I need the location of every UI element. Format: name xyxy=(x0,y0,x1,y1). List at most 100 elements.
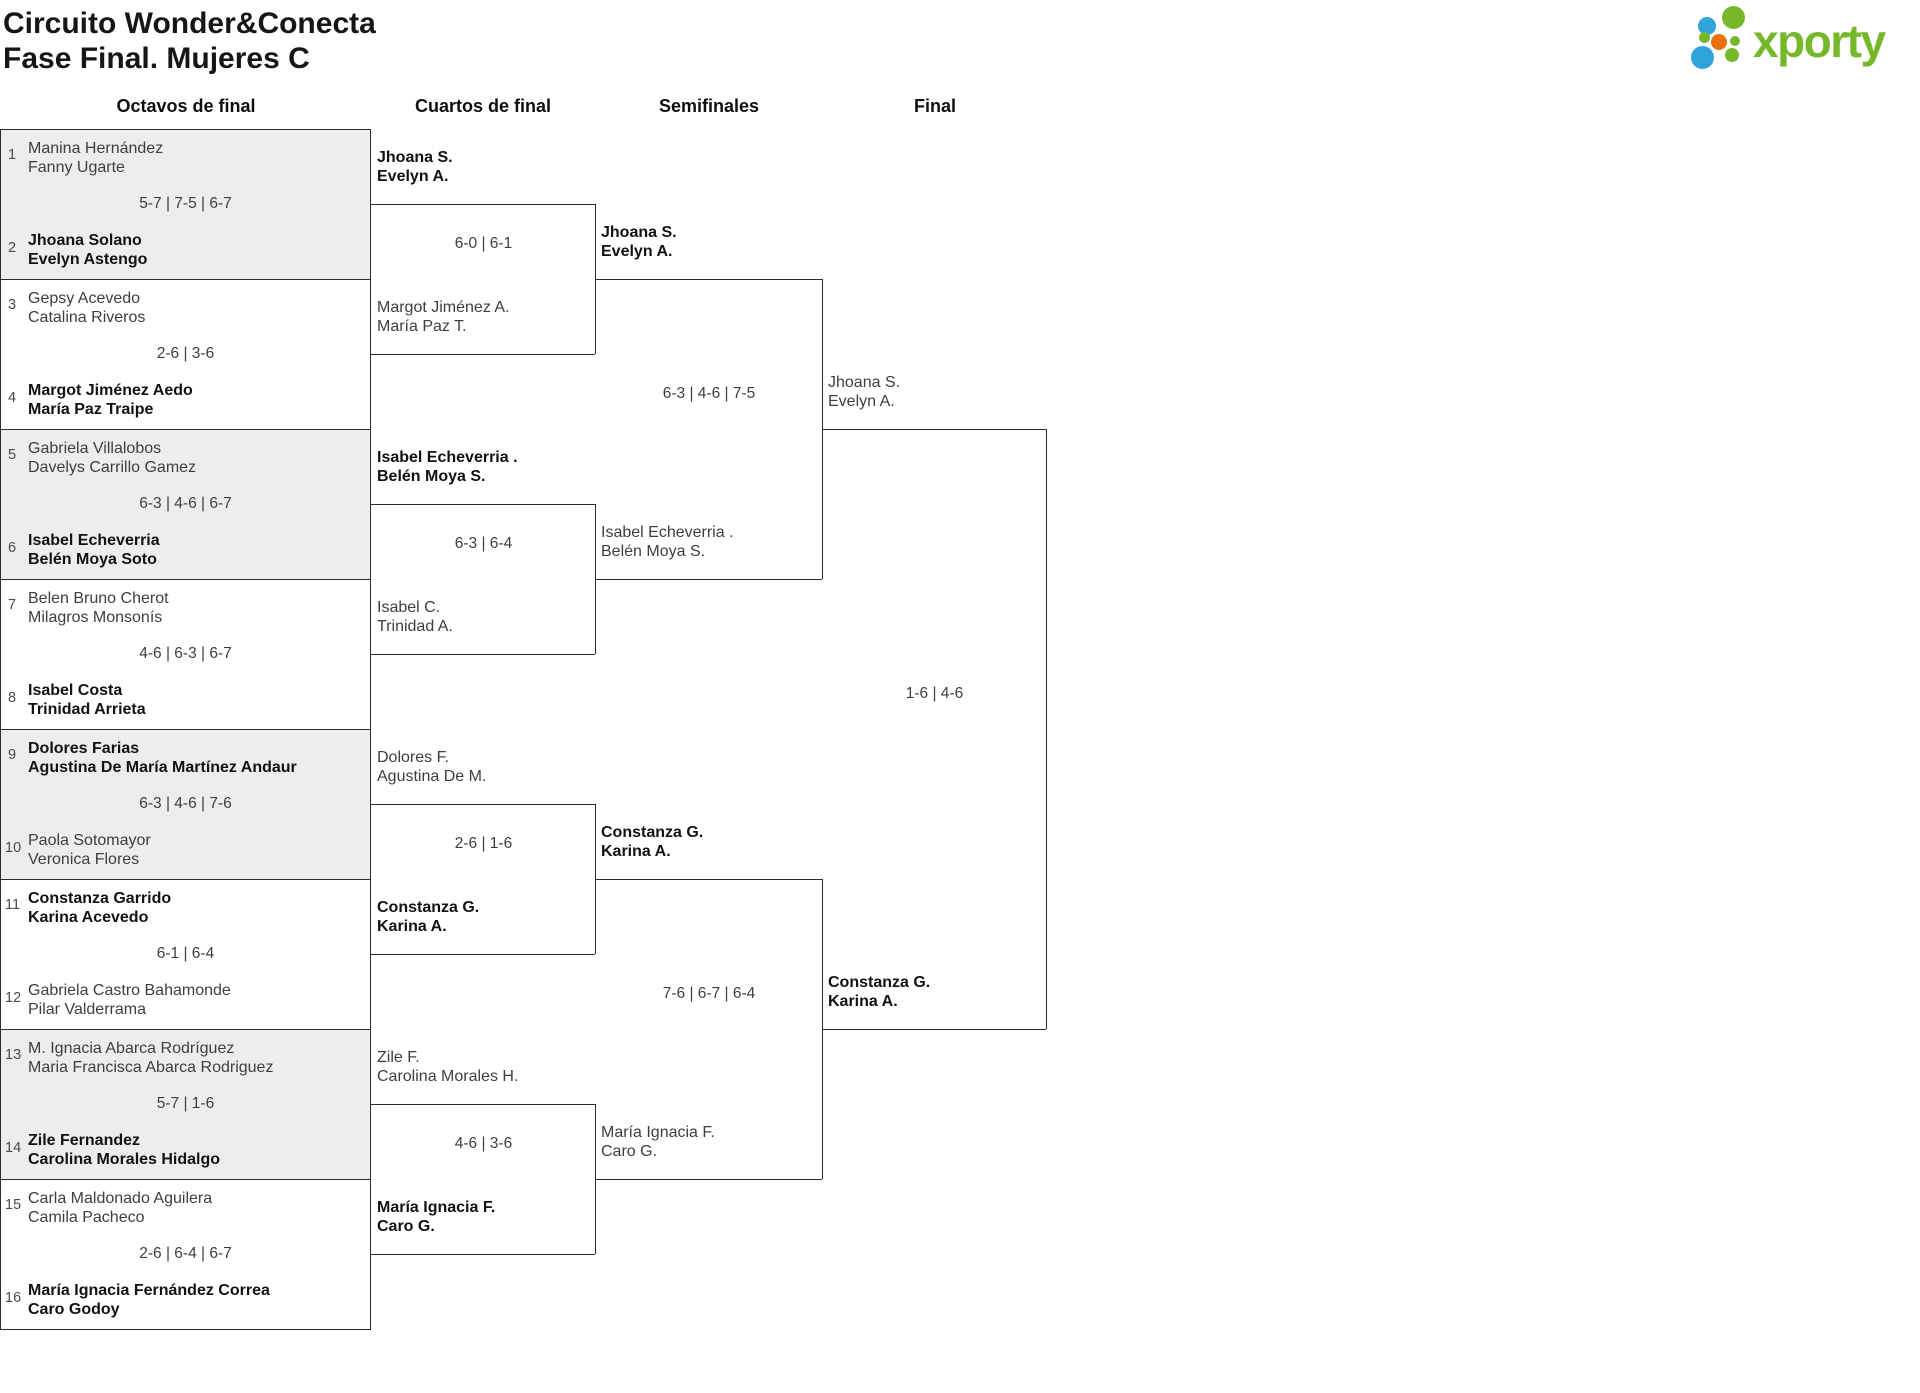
player-name: Evelyn Astengo xyxy=(28,251,148,268)
player-name: Constanza Garrido xyxy=(28,890,172,907)
player-name: Constanza G. xyxy=(377,899,480,916)
logo-dot-blue-top xyxy=(1698,17,1716,35)
team-top: Manina Hernández Fanny Ugarte xyxy=(28,139,163,177)
r16-match-5: 9 Dolores Farias Agustina De María Martí… xyxy=(0,729,371,880)
seed-number: 8 xyxy=(8,690,17,706)
player-name: Constanza G. xyxy=(601,824,704,841)
match-score: 2-6 | 6-4 | 6-7 xyxy=(139,1245,232,1262)
player-name: Dolores F. xyxy=(377,749,450,766)
bracket-line xyxy=(371,1254,595,1255)
player-name: Catalina Riveros xyxy=(28,309,146,326)
r16-match-7: 13 M. Ignacia Abarca Rodríguez Maria Fra… xyxy=(0,1029,371,1180)
match-score: 6-1 | 6-4 xyxy=(156,945,215,962)
team-top: Jhoana S. Evelyn A. xyxy=(377,148,453,186)
player-name: Veronica Flores xyxy=(28,851,140,868)
player-name: Paola Sotomayor xyxy=(28,832,151,849)
seed-number: 7 xyxy=(8,597,17,613)
match-score: 6-3 | 4-6 | 6-7 xyxy=(139,495,232,512)
match-score: 2-6 | 3-6 xyxy=(156,345,215,362)
seed-number: 2 xyxy=(8,240,17,256)
player-name: Isabel Echeverria xyxy=(28,532,160,549)
player-name: Camila Pacheco xyxy=(28,1209,145,1226)
team-top: Jhoana S. Evelyn A. xyxy=(601,223,677,261)
bracket-line xyxy=(822,1029,1046,1030)
player-name: Carolina Morales H. xyxy=(377,1068,519,1085)
player-name: Jhoana Solano xyxy=(28,232,142,249)
logo-dot-orange xyxy=(1711,34,1727,50)
xporty-logo[interactable]: xporty xyxy=(1680,2,1920,102)
final-match: Jhoana S. Evelyn A. 1-6 | 4-6 Constanza … xyxy=(822,373,1047,1033)
player-name: Karina A. xyxy=(601,843,671,860)
player-name: Margot Jiménez A. xyxy=(377,299,510,316)
seed-number: 12 xyxy=(5,990,22,1006)
match-score: 6-3 | 6-4 xyxy=(454,535,513,552)
bracket-line xyxy=(595,279,822,280)
qf-match-3: Dolores F. Agustina De M. 2-6 | 1-6 Cons… xyxy=(371,748,596,958)
bracket-subtitle: Fase Final. Mujeres C xyxy=(3,42,310,75)
qf-match-2: Isabel Echeverria . Belén Moya S. 6-3 | … xyxy=(371,448,596,658)
team-top: Jhoana S. Evelyn A. xyxy=(828,373,900,411)
match-score: 7-6 | 6-7 | 6-4 xyxy=(662,985,756,1002)
player-name: María Paz Traipe xyxy=(28,401,154,418)
seed-number: 13 xyxy=(5,1047,22,1063)
player-name: Evelyn A. xyxy=(828,393,895,410)
logo-dot-green-small-right xyxy=(1730,36,1740,46)
player-name: Jhoana S. xyxy=(601,224,677,241)
player-name: Belén Moya S. xyxy=(601,543,706,560)
player-name: Isabel Echeverria . xyxy=(601,524,734,541)
team-top: Gabriela Villalobos Davelys Carrillo Gam… xyxy=(28,439,196,477)
seed-number: 6 xyxy=(8,540,17,556)
team-bottom: Isabel Echeverria . Belén Moya S. xyxy=(601,523,734,561)
round-header-final: Final xyxy=(913,96,956,116)
bracket-line xyxy=(371,354,595,355)
r16-match-3: 5 Gabriela Villalobos Davelys Carrillo G… xyxy=(0,429,371,580)
logo-dot-green-big xyxy=(1722,6,1745,29)
player-name: Belen Bruno Cherot xyxy=(28,590,169,607)
player-name: Karina Acevedo xyxy=(28,909,149,926)
team-top: Constanza Garrido Karina Acevedo xyxy=(28,889,171,927)
bracket-line xyxy=(595,1179,822,1180)
bracket-line xyxy=(371,204,595,205)
match-score: 6-0 | 6-1 xyxy=(454,235,513,252)
seed-number: 16 xyxy=(5,1290,22,1306)
team-bottom: Margot Jiménez Aedo María Paz Traipe xyxy=(28,381,193,419)
player-name: Constanza G. xyxy=(828,974,931,991)
logo-dot-green-bottom xyxy=(1725,48,1739,62)
sf-match-2: Constanza G. Karina A. 7-6 | 6-7 | 6-4 M… xyxy=(595,823,823,1183)
r16-match-4: 7 Belen Bruno Cherot Milagros Monsonís 4… xyxy=(0,579,371,730)
team-top: Constanza G. Karina A. xyxy=(601,823,703,861)
player-name: Evelyn A. xyxy=(377,168,449,185)
player-name: Pilar Valderrama xyxy=(28,1001,146,1018)
player-name: Zile Fernandez xyxy=(28,1132,141,1149)
player-name: Dolores Farias xyxy=(28,740,140,757)
match-score: 4-6 | 3-6 xyxy=(454,1135,513,1152)
player-name: Carla Maldonado Aguilera xyxy=(28,1190,213,1207)
r16-match-8: 15 Carla Maldonado Aguilera Camila Pache… xyxy=(0,1179,371,1330)
player-name: Isabel Echeverria . xyxy=(377,449,518,466)
player-name: Maria Francisca Abarca Rodriguez xyxy=(28,1059,274,1076)
player-name: Milagros Monsonís xyxy=(28,609,163,626)
seed-number: 15 xyxy=(5,1197,22,1213)
player-name: Isabel C. xyxy=(377,599,441,616)
player-name: Gabriela Castro Bahamonde xyxy=(28,982,231,999)
seed-number: 9 xyxy=(8,747,17,763)
player-name: M. Ignacia Abarca Rodríguez xyxy=(28,1040,235,1057)
bracket-line xyxy=(371,654,595,655)
team-top: Dolores F. Agustina De M. xyxy=(377,748,486,786)
bracket-line xyxy=(1046,429,1047,1029)
player-name: Caro G. xyxy=(601,1143,658,1160)
seed-number: 10 xyxy=(5,840,22,856)
qf-match-4: Zile F. Carolina Morales H. 4-6 | 3-6 Ma… xyxy=(371,1048,596,1258)
bracket-line xyxy=(371,804,595,805)
player-name: Jhoana S. xyxy=(828,374,901,391)
qf-match-1: Jhoana S. Evelyn A. 6-0 | 6-1 Margot Jim… xyxy=(371,148,596,358)
team-bottom: María Ignacia F. Caro G. xyxy=(377,1198,495,1236)
player-name: Agustina De María Martínez Andaur xyxy=(28,759,297,776)
bracket-line xyxy=(371,954,595,955)
r16-match-1: 1 Manina Hernández Fanny Ugarte 5-7 | 7-… xyxy=(0,129,371,280)
bracket-line xyxy=(371,1104,595,1105)
player-name: Davelys Carrillo Gamez xyxy=(28,459,197,476)
player-name: Karina A. xyxy=(828,993,898,1010)
player-name: Isabel Costa xyxy=(28,682,123,699)
player-name: Trinidad A. xyxy=(377,618,453,635)
